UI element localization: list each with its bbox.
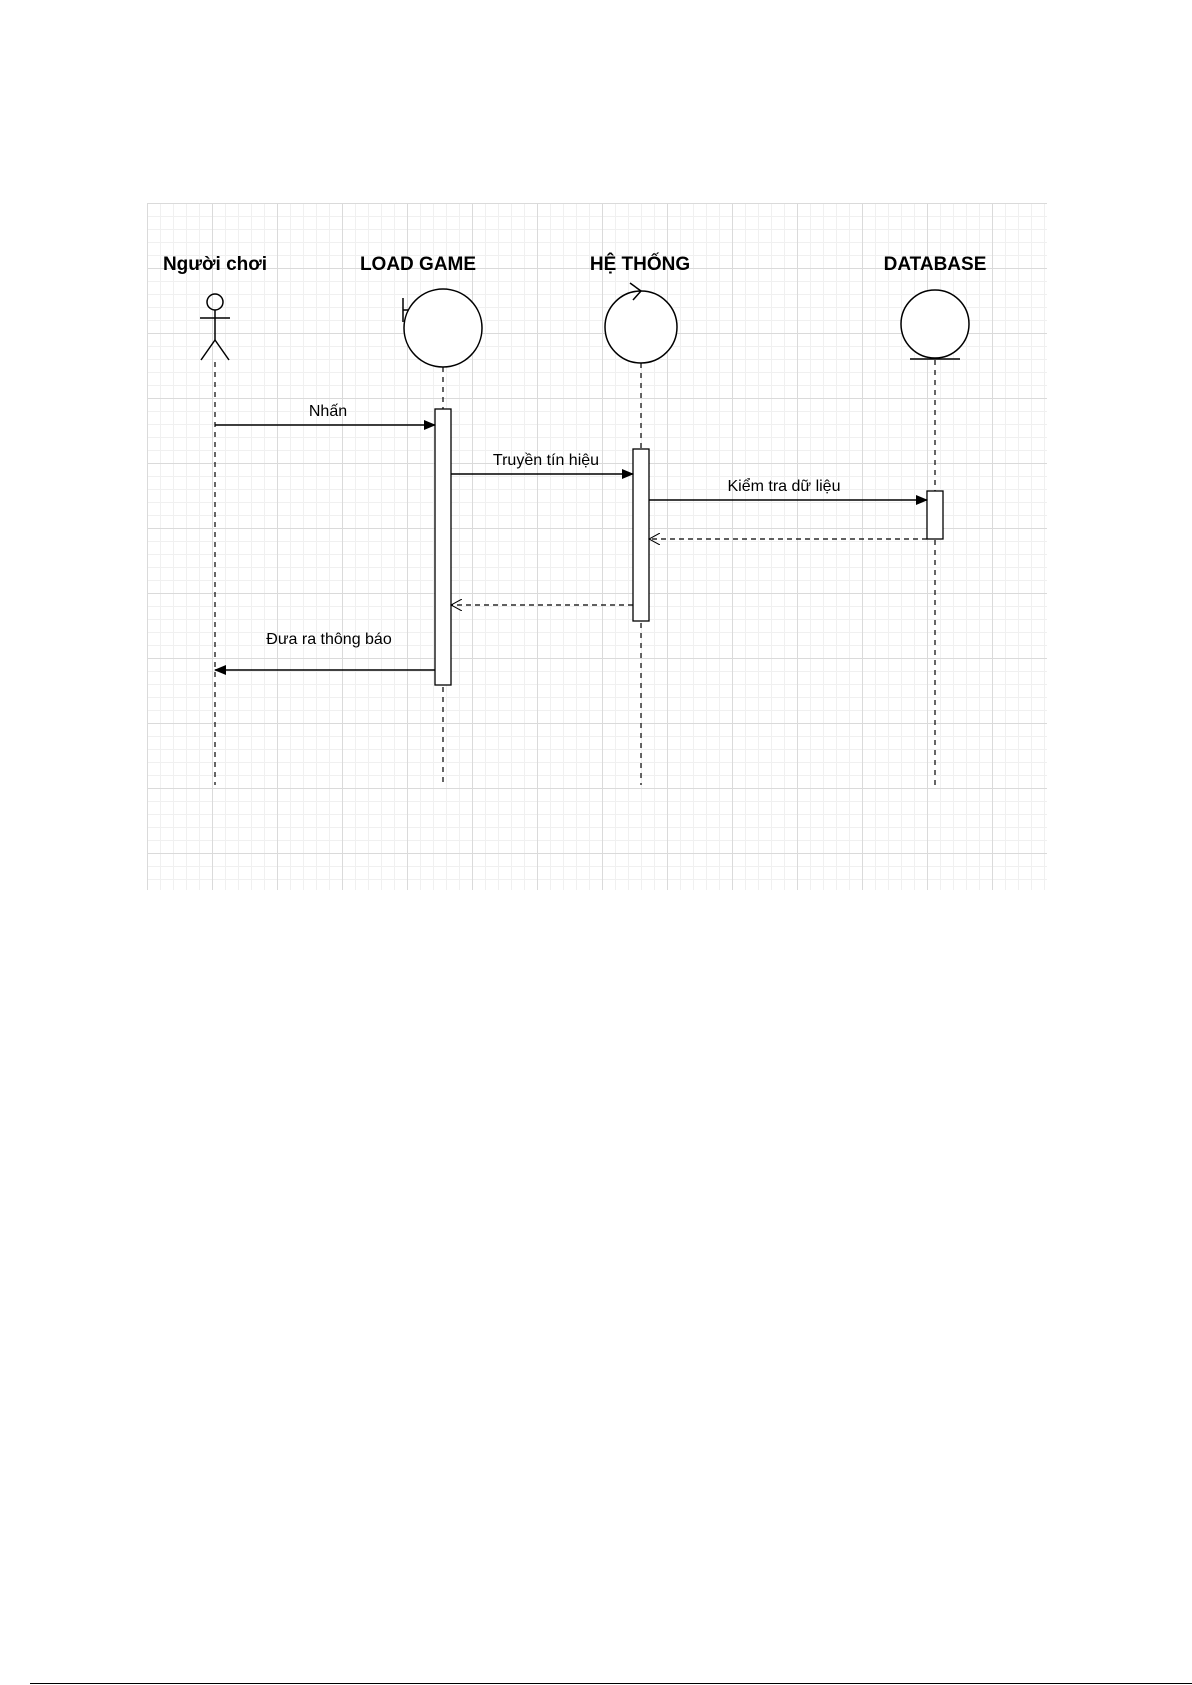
boundary-icon: [403, 289, 482, 367]
activation-database: [927, 491, 943, 539]
message-label-notify: Đưa ra thông báo: [266, 631, 392, 648]
page-bottom-rule: [30, 1683, 1192, 1684]
activation-load-game: [435, 409, 451, 685]
message-label-press: Nhấn: [309, 403, 347, 420]
control-icon: [605, 283, 677, 363]
entity-icon: [901, 290, 969, 359]
activation-system: [633, 449, 649, 621]
participant-label-database: DATABASE: [884, 254, 987, 275]
participant-label-player: Người chơi: [163, 254, 267, 275]
participant-label-system: HỆ THỐNG: [590, 253, 690, 275]
message-label-check-data: Kiểm tra dữ liệu: [728, 477, 841, 495]
actor-icon: [200, 294, 230, 360]
message-label-transmit-signal: Truyền tín hiệu: [493, 452, 599, 469]
participant-label-load-game: LOAD GAME: [360, 254, 476, 275]
